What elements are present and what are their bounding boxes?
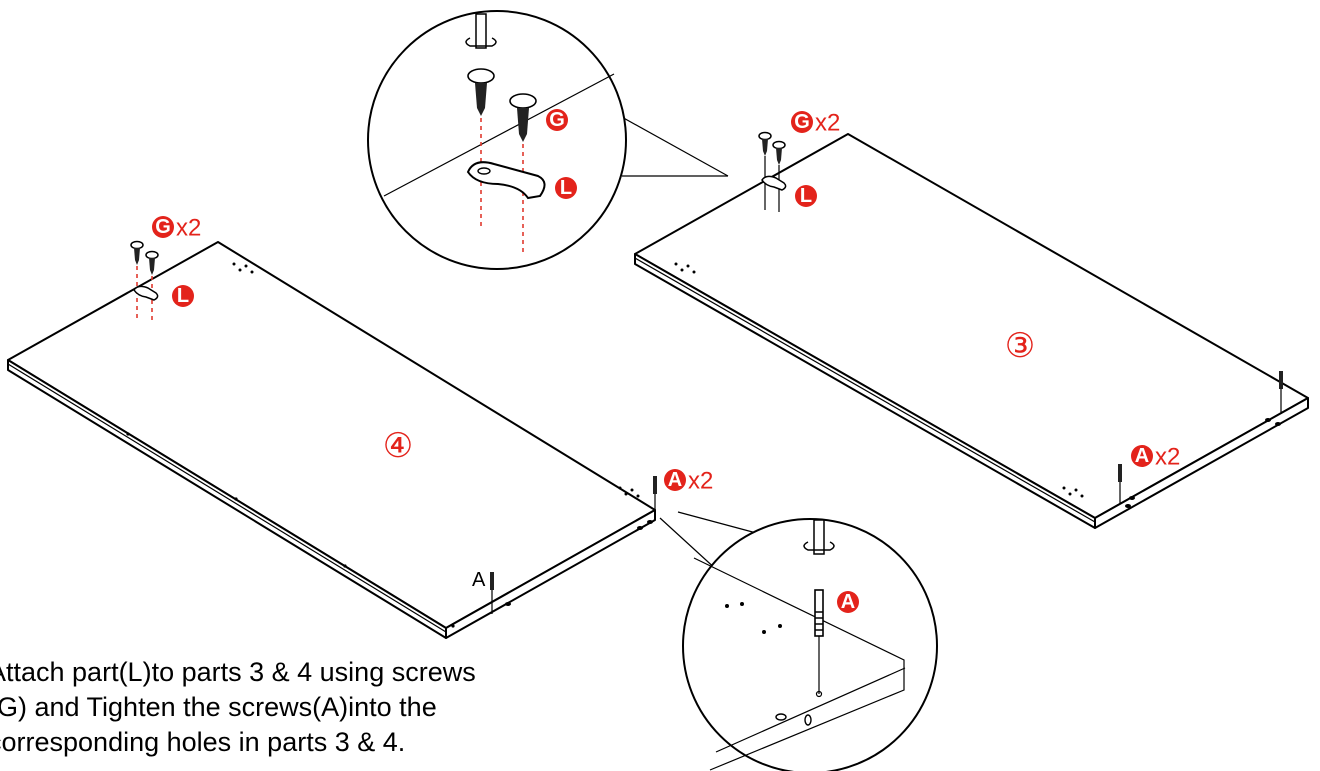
svg-text:x2: x2	[815, 110, 840, 137]
screw-icon	[145, 250, 159, 275]
panel-4: ④	[7, 241, 656, 639]
l-callout-right: L	[795, 185, 817, 207]
a-x2-callout-right: A x2	[1131, 444, 1180, 471]
svg-text:G: G	[549, 109, 565, 131]
part-4-label: ④	[383, 426, 413, 466]
bracket-l-icon	[466, 161, 546, 200]
screwdriver-icon	[465, 13, 497, 49]
detail-circle-top: G L	[367, 10, 729, 270]
dowel-screw-icon	[814, 589, 824, 637]
svg-text:L: L	[560, 177, 572, 199]
bracket-l-icon	[761, 175, 787, 191]
a-plain-label: A	[472, 569, 486, 591]
l-callout-left: L	[172, 285, 194, 307]
g-x2-callout-left: G x2	[152, 215, 201, 242]
screw-icon	[467, 68, 495, 116]
svg-text:L: L	[800, 185, 812, 207]
g-x2-callout-right: G x2	[791, 110, 840, 137]
panel-4-screws-a: A	[472, 476, 657, 614]
bracket-l-icon	[133, 285, 159, 301]
a-x2-callout-left: A x2	[664, 468, 713, 495]
screw-icon	[758, 131, 772, 156]
svg-text:G: G	[794, 111, 810, 133]
panel-3: ③	[634, 133, 1309, 529]
screwdriver-icon	[803, 519, 835, 555]
svg-text:L: L	[177, 285, 189, 307]
svg-text:x2: x2	[176, 215, 201, 242]
svg-text:A: A	[1135, 445, 1149, 467]
panel-3-screws-a	[1118, 371, 1283, 504]
svg-text:A: A	[841, 591, 855, 613]
screw-icon	[772, 140, 786, 165]
detail-circle-bottom: A	[659, 511, 938, 771]
instruction-line-1: Attach part(L)to parts 3 & 4 using screw…	[0, 657, 476, 687]
panel-4-screws-g	[130, 240, 159, 322]
svg-text:x2: x2	[688, 468, 713, 495]
panel-3-screws-g	[758, 131, 787, 212]
instruction-line-2: (G) and Tighten the screws(A)into the	[0, 692, 437, 722]
svg-text:A: A	[668, 469, 682, 491]
instruction-line-3: corresponding holes in parts 3 & 4.	[0, 727, 406, 757]
instruction-text: Attach part(L)to parts 3 & 4 using screw…	[0, 655, 628, 760]
part-3-label: ③	[1005, 326, 1035, 366]
svg-text:x2: x2	[1155, 444, 1180, 471]
svg-text:G: G	[155, 216, 171, 238]
screw-icon	[130, 240, 144, 265]
screw-icon	[509, 93, 537, 142]
